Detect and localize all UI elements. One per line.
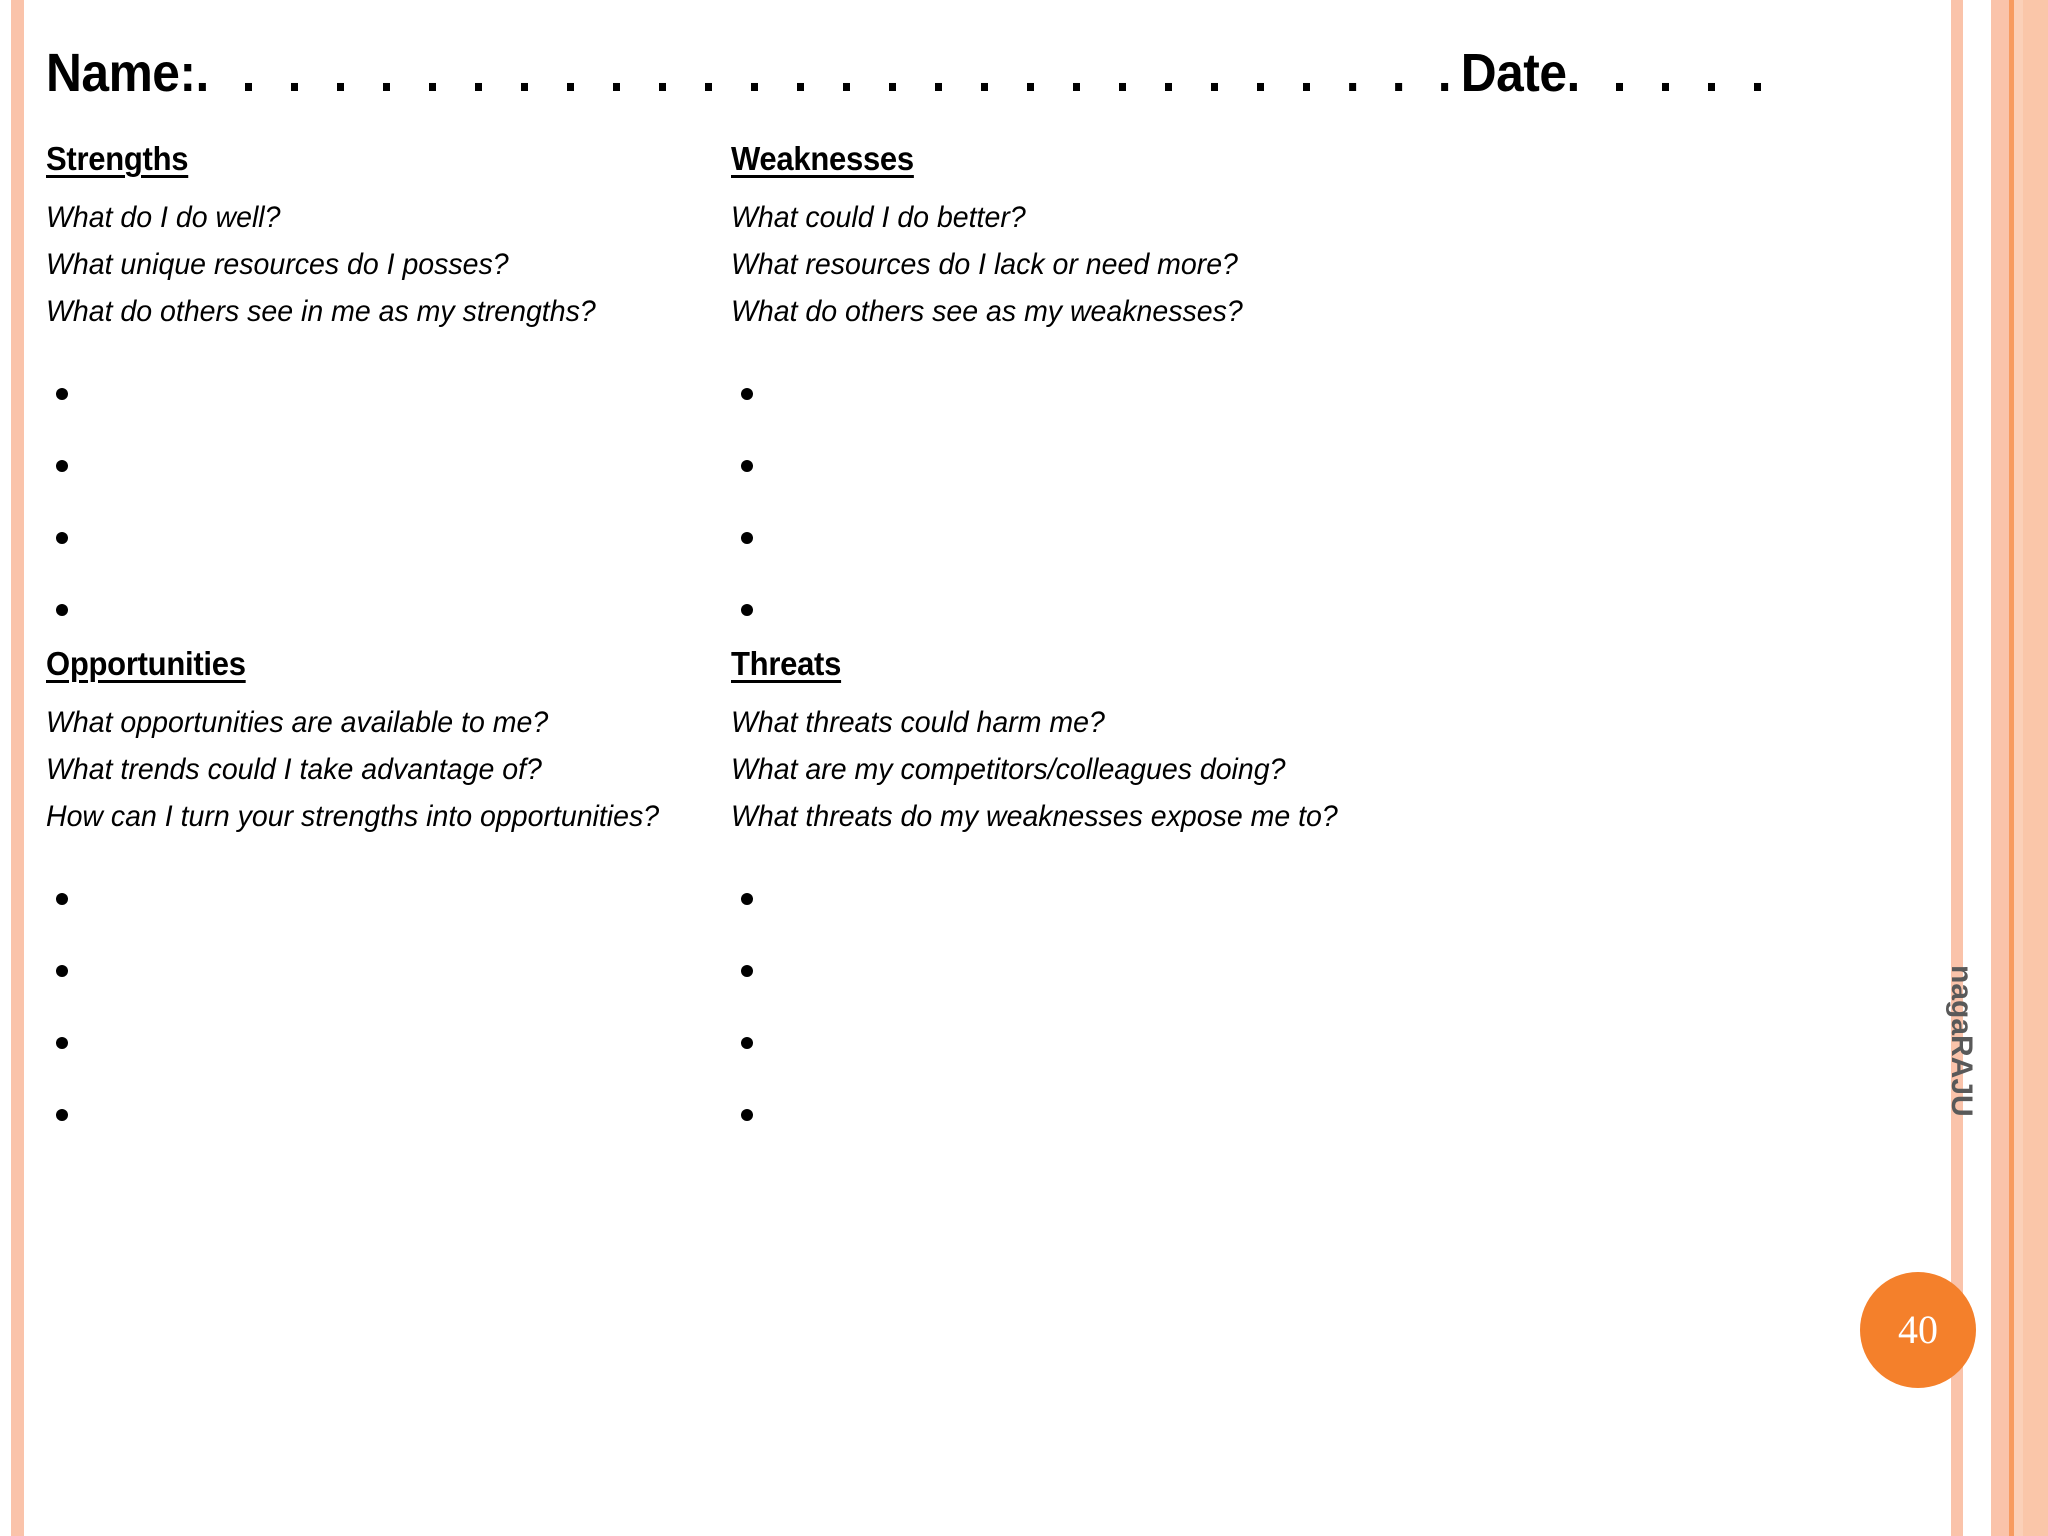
question-item: What resources do I lack or need more? [731,248,1238,281]
name-fill-dots[interactable]: . . . . . . . . . . . . . . . . . . . . … [195,43,1461,103]
answer-bullet[interactable] [731,573,1491,645]
answer-list-threats [731,862,1491,1150]
answer-list-strengths [46,357,686,645]
left-border-stripe [11,0,24,1536]
question-item: What threats could harm me? [731,706,1105,739]
question-item: What threats do my weaknesses expose me … [731,800,1338,833]
answer-bullet[interactable] [46,501,686,573]
question-item: What could I do better? [731,201,1026,234]
answer-list-weaknesses [731,357,1491,645]
question-item: How can I turn your strengths into oppor… [46,800,660,833]
quadrant-weaknesses: Weaknesses What could I do better? What … [731,140,1491,645]
page-number-badge: 40 [1860,1272,1976,1388]
quadrant-title-strengths: Strengths [46,140,189,177]
answer-bullet[interactable] [731,934,1491,1006]
answer-bullet[interactable] [46,573,686,645]
quadrant-threats: Threats What threats could harm me? What… [731,645,1491,1150]
quadrant-opportunities: Opportunities What opportunities are ava… [46,645,686,1150]
question-item: What trends could I take advantage of? [46,753,542,786]
answer-bullet[interactable] [46,862,686,934]
answer-bullet[interactable] [731,357,1491,429]
answer-bullet[interactable] [46,934,686,1006]
quadrant-title-weaknesses: Weaknesses [731,140,914,177]
question-item: What opportunities are available to me? [46,706,549,739]
question-list-weaknesses: What could I do better? What resources d… [731,194,1491,335]
question-item: What do I do well? [46,201,281,234]
author-watermark: nagaRAJU [1945,965,1978,1117]
answer-bullet[interactable] [731,501,1491,573]
quadrant-title-opportunities: Opportunities [46,645,246,682]
answer-bullet[interactable] [46,357,686,429]
border-stripe-gap [1963,0,1991,1536]
right-border-stripes [1951,0,2048,1536]
answer-bullet[interactable] [731,429,1491,501]
question-item: What do others see as my weaknesses? [731,295,1243,328]
question-item: What unique resources do I posses? [46,248,509,281]
question-item: What are my competitors/colleagues doing… [731,753,1286,786]
date-label: Date [1460,43,1567,103]
answer-bullet[interactable] [731,862,1491,934]
answer-bullet[interactable] [46,1078,686,1150]
question-list-opportunities: What opportunities are available to me? … [46,699,686,840]
border-stripe-accent [2009,0,2014,1536]
answer-bullet[interactable] [46,429,686,501]
question-list-threats: What threats could harm me? What are my … [731,699,1491,840]
date-fill-dots[interactable]: . . . . . . . . . . . . . . . . . [1566,43,1778,103]
border-stripe-3 [2014,0,2023,1536]
answer-bullet[interactable] [731,1006,1491,1078]
answer-list-opportunities [46,862,686,1150]
border-stripe-4 [2023,0,2048,1536]
name-label: Name: [46,43,196,103]
question-list-strengths: What do I do well? What unique resources… [46,194,686,335]
answer-bullet[interactable] [46,1006,686,1078]
answer-bullet[interactable] [731,1078,1491,1150]
name-date-header: Name:. . . . . . . . . . . . . . . . . .… [46,38,1777,108]
question-item: What do others see in me as my strengths… [46,295,596,328]
swot-grid: Strengths What do I do well? What unique… [46,140,1928,1456]
quadrant-strengths: Strengths What do I do well? What unique… [46,140,686,645]
page-number-text: 40 [1898,1307,1938,1352]
quadrant-title-threats: Threats [731,645,842,682]
border-stripe-1 [1951,0,1963,1536]
border-stripe-2 [1991,0,2009,1536]
